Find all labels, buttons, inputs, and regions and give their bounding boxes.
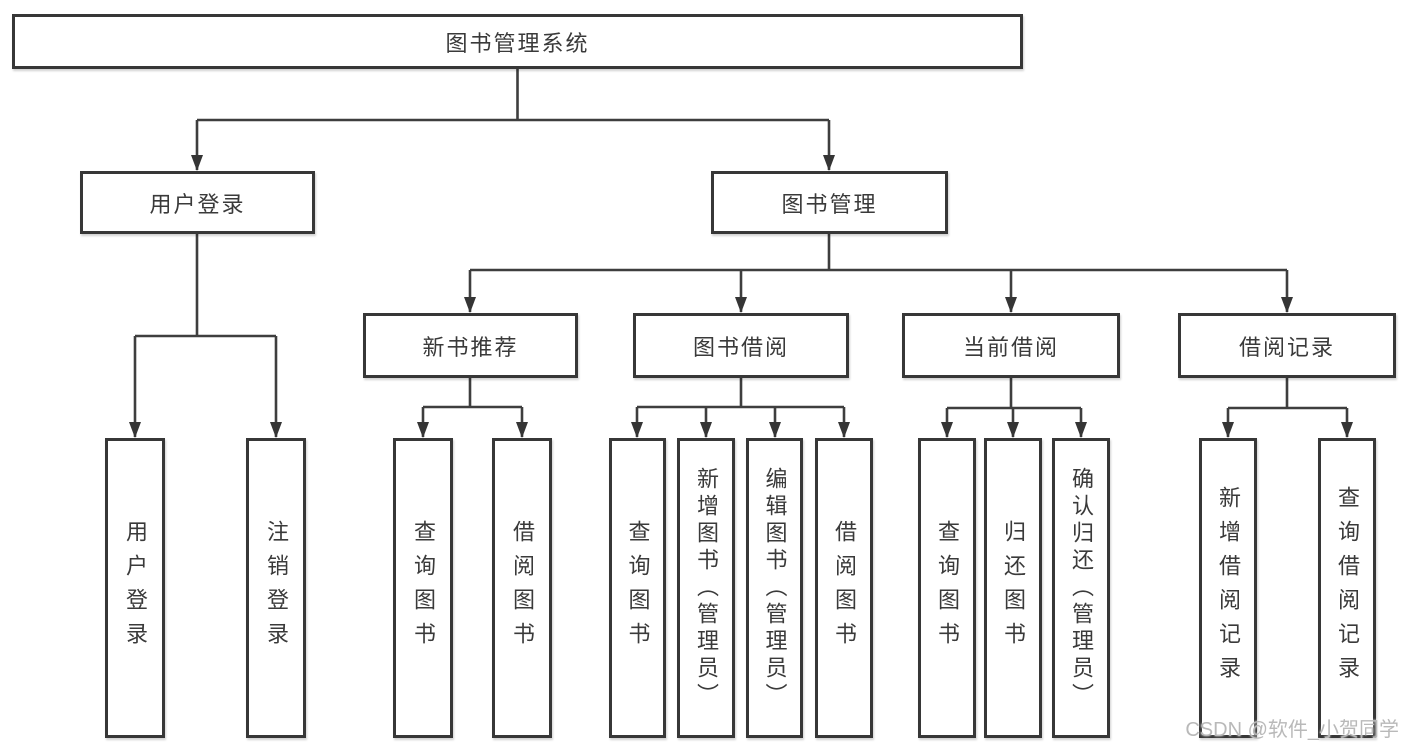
leaf-user-login: 用户登录 — [105, 438, 165, 738]
leaf-query-books-3: 查询图书 — [918, 438, 976, 738]
leaf-logout-label: 注销登录 — [264, 520, 289, 656]
node-new-book-recommend: 新书推荐 — [363, 313, 578, 378]
leaf-add-borrow-record-label: 新增借阅记录 — [1216, 486, 1241, 690]
leaf-query-borrow-record-label: 查询借阅记录 — [1335, 486, 1360, 690]
leaf-add-borrow-record: 新增借阅记录 — [1199, 438, 1257, 738]
leaf-borrow-books-2: 借阅图书 — [815, 438, 873, 738]
node-new-book-recommend-label: 新书推荐 — [422, 334, 519, 360]
node-root-system-label: 图书管理系统 — [445, 30, 590, 56]
node-current-borrow-label: 当前借阅 — [962, 334, 1059, 360]
node-user-login: 用户登录 — [80, 171, 315, 234]
leaf-edit-books-admin: 编辑图书（管理员） — [746, 438, 803, 738]
node-book-management: 图书管理 — [711, 171, 948, 234]
connector-user-login-split — [135, 234, 276, 338]
leaf-confirm-return-admin-label: 确认归还（管理员） — [1069, 466, 1094, 710]
node-root-system: 图书管理系统 — [12, 14, 1023, 69]
connector-root-split — [197, 69, 829, 122]
leaf-query-books-1: 查询图书 — [393, 438, 453, 738]
leaf-return-books: 归还图书 — [984, 438, 1042, 738]
leaf-query-books-2-label: 查询图书 — [625, 520, 651, 656]
leaf-query-borrow-record: 查询借阅记录 — [1318, 438, 1376, 738]
leaf-logout: 注销登录 — [246, 438, 306, 738]
leaf-query-books-2: 查询图书 — [609, 438, 666, 738]
connector-book-management-split — [470, 234, 1287, 272]
node-current-borrow: 当前借阅 — [902, 313, 1120, 378]
leaf-query-books-3-label: 查询图书 — [935, 520, 960, 656]
connector-book-borrow-split — [637, 378, 844, 409]
leaf-add-books-admin: 新增图书（管理员） — [677, 438, 735, 738]
node-book-borrow-label: 图书借阅 — [692, 334, 789, 360]
connector-new-book-recommend-split — [423, 378, 522, 409]
node-borrow-records-label: 借阅记录 — [1238, 334, 1335, 360]
leaf-confirm-return-admin: 确认归还（管理员） — [1052, 438, 1110, 738]
leaf-add-books-admin-label: 新增图书（管理员） — [694, 466, 719, 710]
leaf-return-books-label: 归还图书 — [1001, 520, 1026, 656]
leaf-borrow-books-1-label: 借阅图书 — [510, 520, 535, 656]
node-book-management-label: 图书管理 — [781, 191, 878, 217]
leaf-user-login-label: 用户登录 — [123, 520, 148, 656]
connector-borrow-records-split — [1228, 378, 1347, 410]
csdn-watermark: CSDN @软件_小贺同学 — [1185, 719, 1399, 741]
node-user-login-label: 用户登录 — [149, 191, 246, 217]
leaf-borrow-books-1: 借阅图书 — [492, 438, 552, 738]
leaf-edit-books-admin-label: 编辑图书（管理员） — [762, 466, 788, 710]
connector-current-borrow-split — [947, 378, 1081, 410]
node-book-borrow: 图书借阅 — [633, 313, 849, 378]
leaf-borrow-books-2-label: 借阅图书 — [832, 520, 857, 656]
leaf-query-books-1-label: 查询图书 — [411, 520, 436, 656]
node-borrow-records: 借阅记录 — [1178, 313, 1396, 378]
